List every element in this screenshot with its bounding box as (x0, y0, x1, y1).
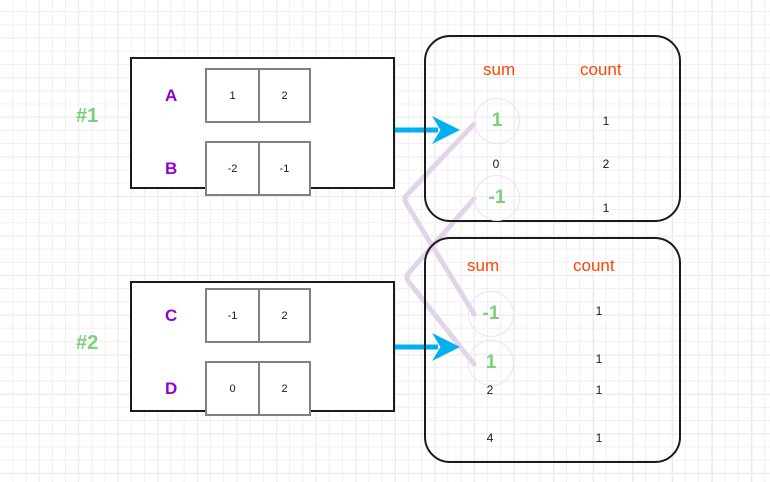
table-row: B -2 -1 (165, 141, 311, 196)
table-row: D 0 2 (165, 361, 311, 416)
result2-count-row-3: 1 (595, 383, 603, 397)
row-label-c: C (165, 305, 178, 325)
row-label-b: B (165, 158, 178, 178)
result2-count-row-4: 1 (595, 431, 603, 445)
result1-header-sum: sum (483, 60, 516, 79)
result2-sum-row-1: -1 (468, 291, 514, 337)
row-label-a: A (165, 85, 178, 105)
result1-header-count: count (580, 60, 622, 79)
result-panel-1 (424, 35, 681, 222)
result2-sum-row-2: 1 (468, 340, 514, 386)
table-row: C -1 2 (165, 288, 311, 343)
cell-d-1: 0 (229, 382, 236, 395)
row-label-d: D (165, 378, 178, 398)
result2-sum-row-4: 4 (486, 431, 494, 445)
result1-count-row-1: 1 (602, 114, 610, 128)
result2-header-sum: sum (467, 256, 500, 275)
row-cells-d: 0 2 (205, 361, 311, 416)
cell-c-2: 2 (258, 290, 309, 341)
table-row: A 1 2 (165, 68, 311, 123)
group-tag-1: #1 (76, 105, 99, 127)
result1-sum-row-3: -1 (474, 175, 520, 221)
result1-count-row-3: 1 (602, 201, 610, 215)
row-cells-c: -1 2 (205, 288, 311, 343)
group-tag-2: #2 (76, 332, 99, 354)
result2-header-count: count (573, 256, 615, 275)
cell-a-1: 1 (229, 89, 236, 102)
row-cells-a: 1 2 (205, 68, 311, 123)
cell-a-2: 2 (258, 70, 309, 121)
result1-sum-row-1: 1 (474, 98, 520, 144)
result1-count-row-2: 2 (602, 157, 610, 171)
row-cells-b: -2 -1 (205, 141, 311, 196)
result1-sum-row-2: 0 (492, 157, 500, 171)
cell-b-1: -2 (227, 162, 238, 175)
result2-count-row-1: 1 (595, 304, 603, 318)
result2-sum-row-3: 2 (486, 383, 494, 397)
cell-d-2: 2 (258, 363, 309, 414)
result2-count-row-2: 1 (595, 352, 603, 366)
cell-b-2: -1 (258, 143, 309, 194)
result-panel-2 (424, 237, 681, 463)
cell-c-1: -1 (227, 309, 238, 322)
